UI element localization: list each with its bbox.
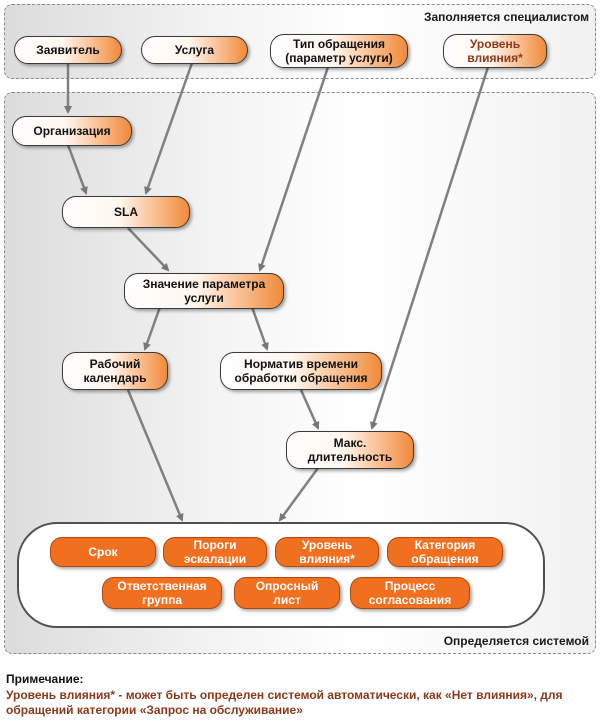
result-survey: Опросный лист — [234, 577, 340, 609]
result-deadline: Срок — [50, 537, 156, 567]
processing-norm-node: Норматив времени обработки обращения — [220, 352, 382, 390]
result-responsible-group: Ответственная группа — [102, 577, 222, 609]
applicant-node: Заявитель — [14, 36, 122, 64]
system-zone-label: Определяется системой — [443, 634, 589, 648]
max-duration-node: Макс. длительность — [286, 431, 414, 469]
note-text: Уровень влияния* - может быть определен … — [6, 688, 563, 717]
result-request-category: Категория обращения — [387, 537, 503, 567]
impact-level-node: Уровень влияния* — [443, 34, 547, 68]
specialist-zone-label: Заполняется специалистом — [423, 10, 589, 24]
arrow-norm-max — [299, 389, 320, 430]
service-param-value-node: Значение параметра услуги — [124, 273, 284, 309]
result-escalation-thresholds: Пороги эскалации — [163, 537, 267, 567]
note-title: Примечание: — [6, 672, 84, 686]
arrow-type-param — [258, 66, 330, 272]
organization-node: Организация — [12, 116, 132, 146]
arrow-max-results — [278, 467, 320, 522]
request-type-node: Тип обращения (параметр услуги) — [270, 34, 408, 68]
work-calendar-node: Рабочий календарь — [62, 352, 168, 390]
sla-node: SLA — [62, 196, 190, 228]
arrow-param-norm — [250, 306, 269, 351]
arrow-organization-sla — [66, 144, 88, 195]
arrow-service-sla — [144, 62, 194, 195]
arrow-impact-max — [370, 66, 490, 430]
service-node: Услуга — [141, 36, 248, 64]
result-impact-level: Уровень влияния* — [275, 537, 379, 567]
arrow-sla-param — [127, 227, 170, 272]
result-approval-process: Процесс согласования — [350, 577, 470, 609]
arrow-param-calendar — [143, 306, 162, 351]
arrow-calendar-results — [126, 389, 184, 522]
